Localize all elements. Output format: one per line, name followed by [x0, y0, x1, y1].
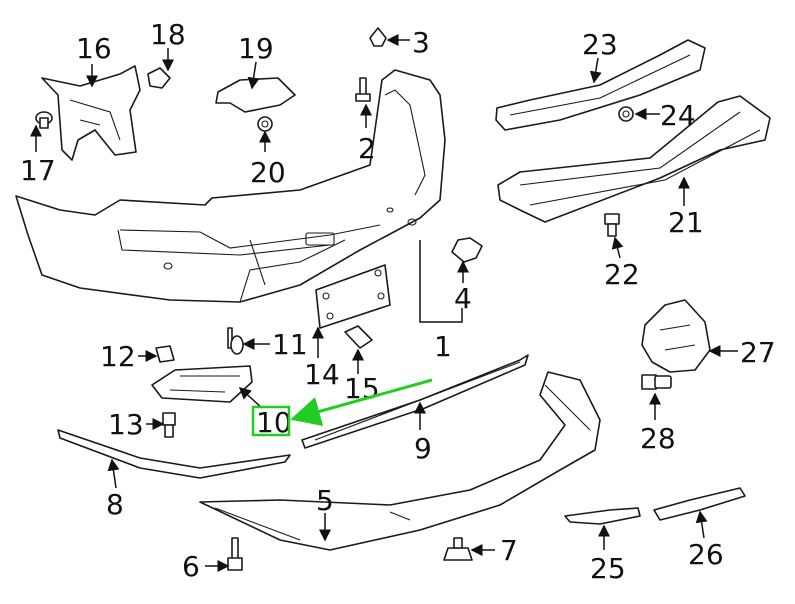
reflector-strip-part-9 — [301, 354, 529, 449]
callout-27: 27 — [740, 336, 776, 369]
lower-trim-part-8 — [57, 429, 291, 479]
callout-24: 24 — [660, 99, 696, 132]
callout-3: 3 — [412, 26, 430, 59]
callout-14: 14 — [304, 358, 340, 391]
callout-23: 23 — [582, 28, 618, 61]
bolt-part-22 — [604, 213, 620, 237]
side-bracket-part-16 — [41, 65, 141, 161]
callout-12: 12 — [100, 340, 136, 373]
bracket-part-10 — [151, 365, 253, 403]
clip-nut-part-12 — [155, 345, 175, 363]
license-bracket-part-14 — [315, 264, 391, 329]
reflector-part-25 — [564, 507, 641, 525]
callout-7: 7 — [500, 534, 518, 567]
callout-10: 10 — [256, 406, 292, 439]
callout-1: 1 — [434, 330, 452, 363]
bolt-part-28 — [641, 374, 672, 390]
clip-part-3 — [369, 27, 387, 47]
highlight-box — [251, 405, 291, 437]
callout-8: 8 — [106, 488, 124, 521]
nut-part-24 — [618, 106, 634, 122]
clip-part-15 — [344, 325, 373, 349]
callout-5: 5 — [316, 484, 334, 517]
sensor-holder-part-4 — [451, 237, 483, 263]
clip-part-18 — [147, 67, 171, 89]
guide-bracket-part-19 — [215, 77, 296, 113]
callout-25: 25 — [590, 552, 626, 585]
callout-17: 17 — [20, 154, 56, 187]
callout-22: 22 — [604, 258, 640, 291]
callout-16: 16 — [76, 32, 112, 65]
absorber-part-23 — [495, 39, 706, 131]
stud-bolt-part-2 — [355, 77, 371, 102]
reflector-part-26 — [653, 487, 746, 521]
side-guide-part-27 — [641, 299, 711, 373]
screw-part-17 — [35, 111, 53, 129]
highlight-annotation — [251, 378, 433, 437]
callout-28: 28 — [640, 422, 676, 455]
nut-part-20 — [257, 116, 273, 132]
callout-labels: 1 2 3 4 5 6 7 8 9 10 11 12 13 14 15 16 1… — [20, 18, 776, 585]
callout-2: 2 — [358, 132, 376, 165]
impact-bar-part-21 — [497, 95, 771, 223]
push-pin-part-11 — [227, 327, 244, 355]
highlight-arrow — [290, 378, 433, 426]
callout-6: 6 — [182, 550, 200, 583]
callout-20: 20 — [250, 156, 286, 189]
clip-part-7 — [443, 537, 473, 561]
callout-9: 9 — [414, 432, 432, 465]
callout-19: 19 — [238, 32, 274, 65]
callout-4: 4 — [454, 282, 472, 315]
callout-11: 11 — [272, 328, 308, 361]
bolt-part-6 — [227, 537, 243, 571]
callout-18: 18 — [150, 18, 186, 51]
screw-part-13 — [162, 412, 176, 438]
callout-26: 26 — [688, 538, 724, 571]
bumper-cover-part — [15, 69, 446, 303]
leader-lines — [30, 34, 738, 572]
lower-spoiler-part-5 — [199, 371, 601, 551]
callout-13: 13 — [108, 408, 144, 441]
callout-21: 21 — [668, 206, 704, 239]
